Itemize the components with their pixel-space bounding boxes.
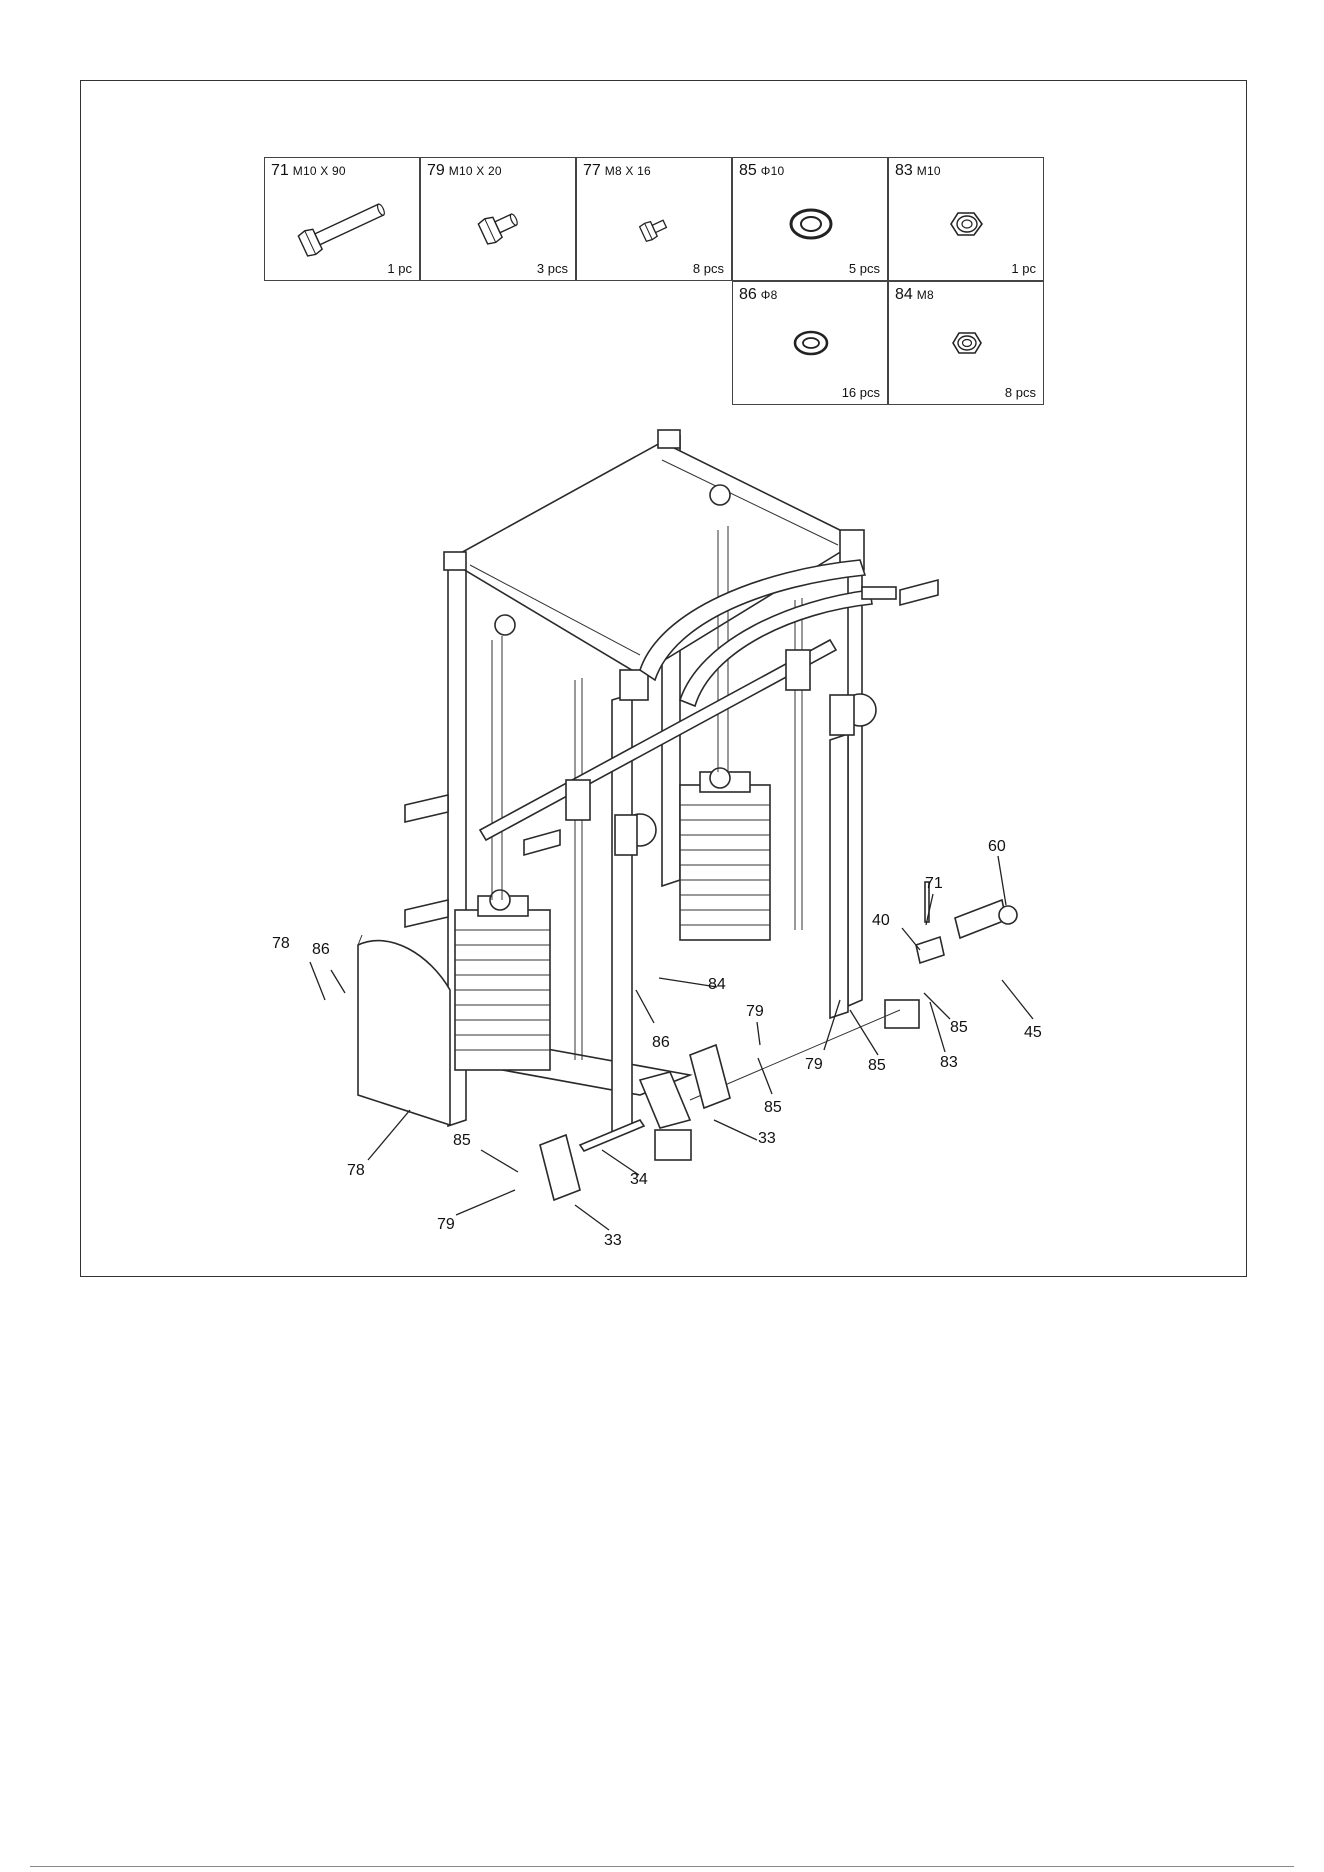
- callout-33-bottom: 33: [604, 1232, 622, 1249]
- right-weight-stack: [680, 768, 770, 940]
- cover-plate-33a: [690, 1045, 730, 1108]
- bracket-40: [916, 937, 944, 963]
- callout-34: 34: [630, 1171, 648, 1188]
- page-bottom-rule: [30, 1866, 1294, 1867]
- callout-45: 45: [1024, 1024, 1042, 1041]
- callout-84: 84: [708, 976, 726, 993]
- callout-85-mid: 85: [764, 1099, 782, 1116]
- left-weight-stack: [455, 890, 550, 1070]
- callout-85-right: 85: [950, 1019, 968, 1036]
- nut-60: [999, 906, 1017, 924]
- callout-33-right: 33: [758, 1130, 776, 1147]
- callout-83: 83: [940, 1054, 958, 1071]
- callout-79-left: 79: [437, 1216, 455, 1233]
- gym-frame-drawing: [358, 430, 1017, 1200]
- callout-71: 71: [925, 875, 943, 892]
- callout-40: 40: [872, 912, 890, 929]
- callout-86-mid: 86: [652, 1034, 670, 1051]
- callout-79-top: 79: [746, 1003, 764, 1020]
- callout-60: 60: [988, 838, 1006, 855]
- callout-79-frame: 79: [805, 1056, 823, 1073]
- callout-78-bottom: 78: [347, 1162, 365, 1179]
- callout-86-left: 86: [312, 941, 330, 958]
- cover-plate-33b: [540, 1135, 580, 1200]
- attachment-45: [955, 900, 1006, 938]
- callout-78-top: 78: [272, 935, 290, 952]
- callout-85-left: 85: [453, 1132, 471, 1149]
- callout-85-frame: 85: [868, 1057, 886, 1074]
